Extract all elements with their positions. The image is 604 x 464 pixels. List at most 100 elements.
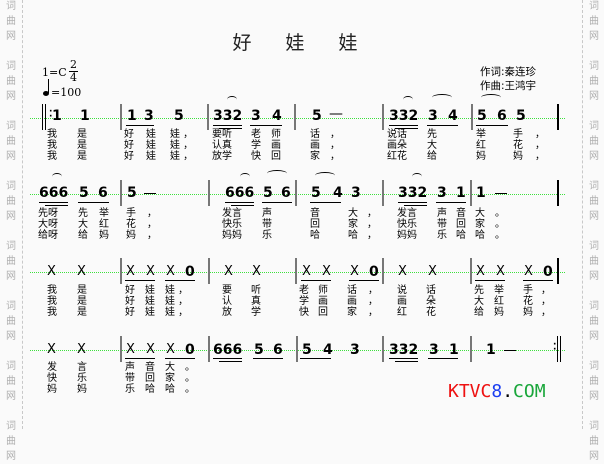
beam-double <box>219 361 242 362</box>
repeat-end-bar <box>557 336 558 362</box>
lyric-cell: 先 大 给 <box>474 285 484 318</box>
watermark-glyph: 网 <box>6 451 16 462</box>
right-margin: 词曲网词曲网词曲网词曲网词曲网词曲网词曲网词曲网 <box>582 0 604 462</box>
rhythm-x: X <box>47 264 56 279</box>
beam <box>126 125 154 126</box>
logo-com: COM <box>513 381 546 402</box>
lyric-cell: 话 画 家 <box>310 129 320 162</box>
watermark-glyph: 曲 <box>6 16 16 27</box>
watermark-glyph: 词 <box>589 241 599 252</box>
lyric-cell: 老 学 快 <box>251 129 261 162</box>
lyric-cell: 说话 画朵 红花 <box>387 129 407 162</box>
rhythm-x: X <box>126 264 135 279</box>
bar-line <box>208 180 210 206</box>
note: 4 <box>333 185 343 201</box>
note: 3 <box>437 185 447 201</box>
lyric-cell: 师 画 回 <box>318 285 328 318</box>
watermark-glyph: 网 <box>589 31 599 42</box>
rhythm-x: X <box>146 264 155 279</box>
rhythm-x: X <box>146 342 155 357</box>
rhythm-x: X <box>224 264 233 279</box>
beam <box>301 280 331 281</box>
note: 6 <box>98 185 108 201</box>
note: 5 <box>79 185 89 201</box>
composer: 作曲:王鸿宇 <box>480 80 537 92</box>
watermark-glyph: 词 <box>589 61 599 72</box>
watermark-glyph: 网 <box>6 31 16 42</box>
rhythm-x: X <box>252 264 261 279</box>
beam <box>225 202 254 203</box>
note: 332 <box>213 108 243 124</box>
note: 332 <box>389 108 419 124</box>
beam <box>125 280 155 281</box>
lyric-cell: 话 朵 花 <box>426 285 436 318</box>
tie <box>315 172 335 179</box>
note: 5 <box>263 185 273 201</box>
lyric-cell: 先呀 大呀 给呀 <box>38 208 58 241</box>
beam <box>165 280 195 281</box>
rhythm-x: X <box>47 342 56 357</box>
beam <box>398 202 427 203</box>
beam <box>436 202 466 203</box>
lyric-cell: 手 花 妈 <box>513 129 523 162</box>
watermark-glyph: 网 <box>6 271 16 282</box>
rhythm-x: X <box>77 342 86 357</box>
tie <box>52 173 62 180</box>
note: 3 <box>251 108 261 124</box>
note: 5 <box>477 108 487 124</box>
beam <box>165 358 195 359</box>
lyric-cell: ， ， ， <box>367 208 377 241</box>
lyric-cell: 举 红 妈 <box>99 208 109 241</box>
beam <box>349 280 379 281</box>
beam <box>213 358 242 359</box>
rhythm-x: X <box>428 264 437 279</box>
rhythm-x: X <box>350 264 359 279</box>
staff-guide-line <box>30 118 565 119</box>
watermark-glyph: 曲 <box>6 76 16 87</box>
lyric-cell: 声 带 乐 <box>262 208 272 241</box>
note: 6 <box>273 342 283 358</box>
watermark-glyph: 词 <box>589 361 599 372</box>
watermark-glyph: 词 <box>6 421 16 432</box>
watermark-glyph: 网 <box>6 151 16 162</box>
watermark-glyph: 曲 <box>589 256 599 267</box>
credits: 作词:秦连珍 作曲:王鸿宇 <box>480 65 536 93</box>
watermark-glyph: 网 <box>6 331 16 342</box>
beam <box>475 280 505 281</box>
beam <box>125 358 155 359</box>
watermark-glyph: 曲 <box>6 316 16 327</box>
ktvc8-logo: KTVC8.COM <box>448 381 546 402</box>
note: 3 <box>428 108 438 124</box>
rhythm-x: X <box>524 264 533 279</box>
lyric-cell: 要 认 放 <box>222 285 232 318</box>
lyric-cell: 娃 娃 娃 <box>146 129 156 162</box>
watermark-glyph: 网 <box>589 211 599 222</box>
rhythm-x: X <box>166 264 175 279</box>
watermark-glyph: 词 <box>589 121 599 132</box>
note: 5 <box>254 342 264 358</box>
lyric-cell: 说 画 红 <box>397 285 407 318</box>
note: 1 <box>476 185 486 201</box>
bar-line <box>382 104 384 130</box>
lyric-cell: 发 快 妈 <box>47 362 57 395</box>
note: 4 <box>448 108 458 124</box>
lyric-cell: 我 我 我 <box>47 129 57 162</box>
tie <box>481 94 501 101</box>
watermark-glyph: 曲 <box>589 136 599 147</box>
rhythm-x: X <box>496 264 505 279</box>
note: 3 <box>429 342 439 358</box>
beam <box>300 358 331 359</box>
note: 3 <box>144 108 154 124</box>
beam <box>523 280 553 281</box>
bar-line <box>208 336 210 362</box>
lyric-cell: ， ， ， <box>368 285 378 318</box>
beam <box>213 125 242 126</box>
note: 5 <box>311 185 321 201</box>
lyric-cell: 发言 快乐 妈妈 <box>397 208 417 241</box>
rest: 0 <box>543 264 553 280</box>
lyric-cell: 大 家 哈 <box>348 208 358 241</box>
beam <box>389 125 418 126</box>
time-signature: 2 4 <box>69 59 78 84</box>
note: 5 <box>174 108 184 124</box>
lyric-cell: 娃 娃 娃 <box>145 285 155 318</box>
